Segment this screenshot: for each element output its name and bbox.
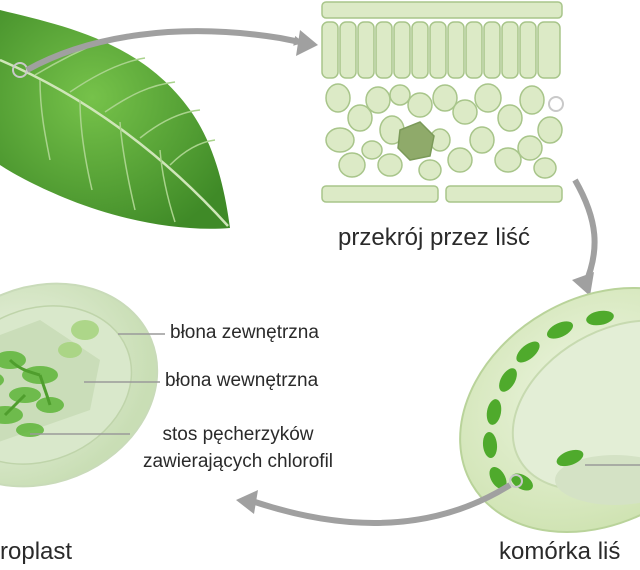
arrow-cell-to-chloroplast: [254, 482, 512, 526]
caption-chloroplast: roplast: [0, 538, 73, 565]
arrow-section-to-cell: [572, 178, 598, 287]
leaf-cell: [459, 287, 640, 533]
label-thylakoid-stack: stos pęcherzyków zawierających chlorofil: [113, 421, 363, 475]
label-outer-membrane: błona zewnętrzna: [170, 322, 319, 343]
label-thylakoid-line2: zawierających chlorofil: [142, 451, 334, 472]
arrow-leaf-to-section: [25, 28, 304, 73]
caption-cross-section: przekrój przez liść: [338, 224, 531, 251]
chloroplast-illustration: [0, 282, 159, 488]
caption-cell: komórka liś: [499, 538, 621, 565]
leaf-cross-section: [321, 1, 564, 203]
label-inner-membrane: błona wewnętrzna: [165, 370, 319, 391]
leaf-illustration: [0, 10, 230, 229]
label-thylakoid-line1: stos pęcherzyków: [162, 424, 314, 445]
